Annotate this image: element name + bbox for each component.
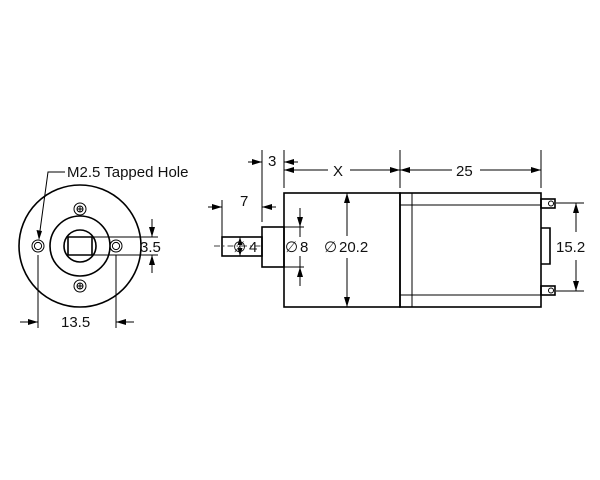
front-view: M2.5 Tapped Hole 13.5 3.5 xyxy=(18,164,188,331)
flange-length-label: 3 xyxy=(268,153,276,170)
shaft-length-dimension xyxy=(208,200,276,237)
boss-diameter-symbol: ∅ xyxy=(285,239,298,256)
gearbox-diameter-symbol: ∅ xyxy=(324,239,337,256)
hole-spacing-dimension xyxy=(20,255,134,328)
shaft-diameter-dimension xyxy=(237,237,243,256)
hole-spacing-label: 13.5 xyxy=(61,314,90,331)
motor-height-dimension xyxy=(556,202,584,292)
flat-distance-dimension xyxy=(92,219,158,273)
terminal-top xyxy=(540,198,556,209)
tapped-hole-right xyxy=(109,239,123,253)
gearbox-length-label: X xyxy=(333,163,343,180)
tapped-hole-callout: M2.5 Tapped Hole xyxy=(67,164,188,181)
shaft-diameter-label: 4 xyxy=(249,239,257,256)
boss-diameter-dimension xyxy=(284,208,304,286)
flat-distance-label: 3.5 xyxy=(140,239,161,256)
screw-top xyxy=(73,202,87,216)
front-outline-circle xyxy=(18,184,142,308)
front-shaft-flat xyxy=(67,236,93,256)
shaft-diameter-symbol: ∅ xyxy=(233,239,246,256)
motor-length-dimension xyxy=(400,167,541,173)
side-view: 3 X 25 7 ∅ 4 xyxy=(208,150,585,308)
motor-length-label: 25 xyxy=(456,163,473,180)
motor-body xyxy=(399,192,542,308)
rear-end-cap xyxy=(541,227,551,265)
terminal-bottom xyxy=(540,285,556,296)
boss-diameter-label: 8 xyxy=(300,239,308,256)
gearbox-diameter-label: 20.2 xyxy=(339,239,368,256)
shaft-length-label: 7 xyxy=(240,193,248,210)
length-dimension-extensions xyxy=(261,150,542,222)
screw-bottom xyxy=(73,279,87,293)
tapped-hole-leader xyxy=(36,171,65,240)
front-bore-circle xyxy=(63,229,97,263)
gearbox-length-dimension xyxy=(284,167,400,173)
tapped-hole-left xyxy=(31,239,45,253)
flange-length-dimension xyxy=(248,159,298,165)
gearbox-boss xyxy=(261,226,285,268)
gearbox-diameter-dimension xyxy=(344,193,350,307)
motor-height-label: 15.2 xyxy=(556,239,585,256)
front-inner-circle xyxy=(49,215,111,277)
